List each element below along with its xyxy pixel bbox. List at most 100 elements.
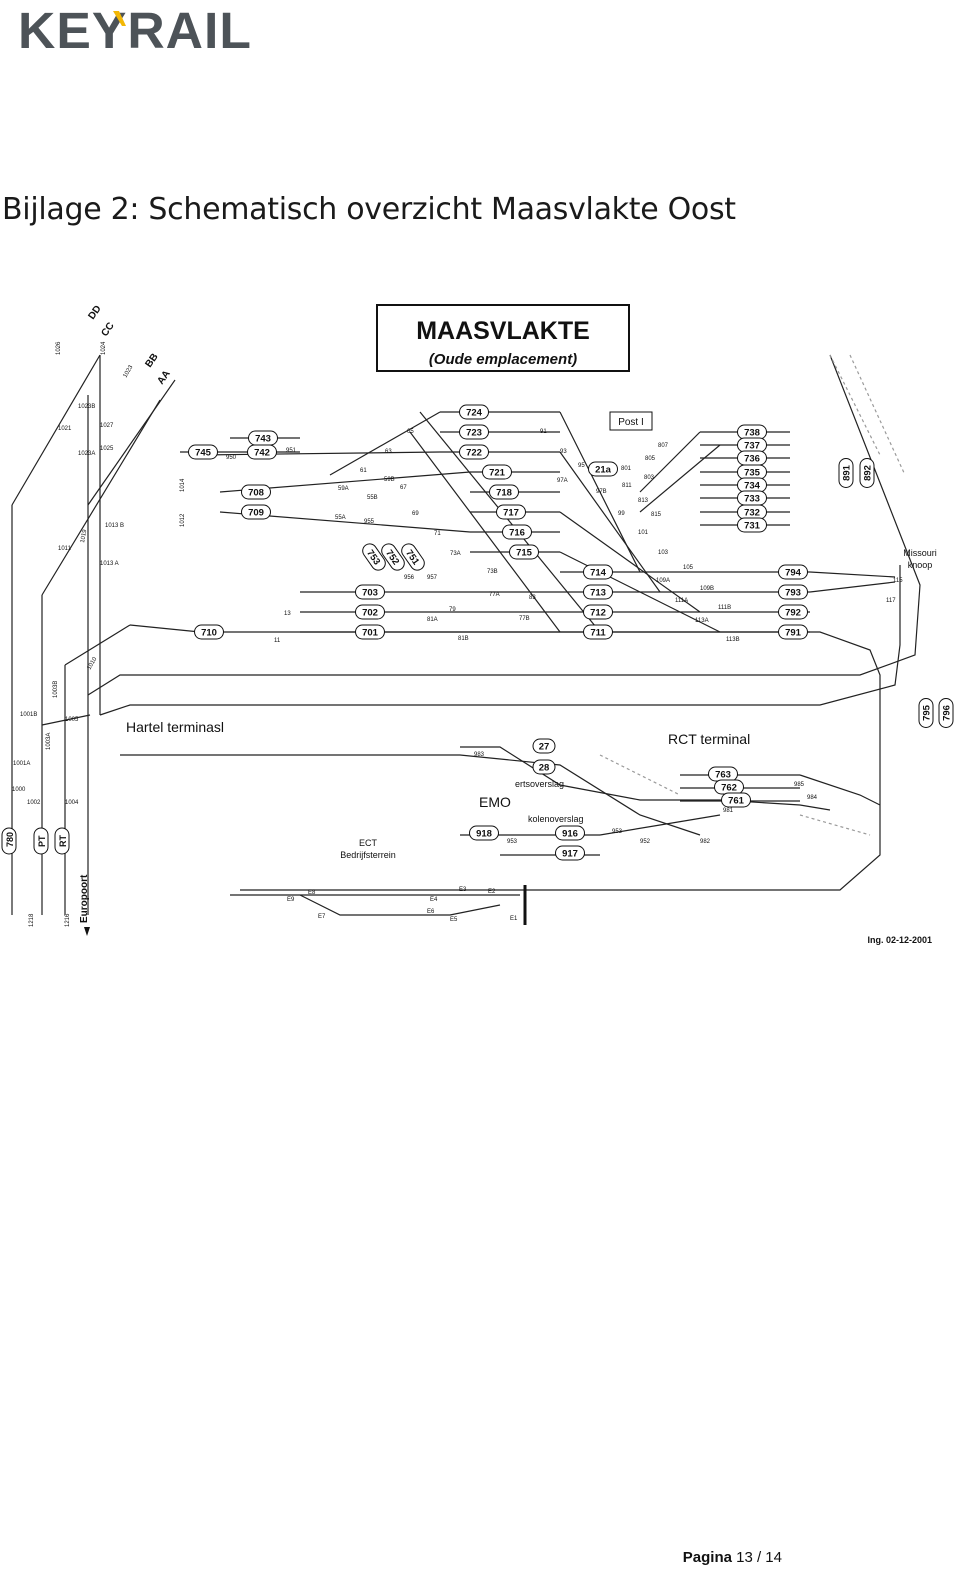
switch-982: 982 xyxy=(700,839,711,845)
switch-83: 83 xyxy=(529,595,536,601)
track-code-791: 791 xyxy=(778,624,808,640)
switch-61: 61 xyxy=(360,468,367,474)
svg-text:918: 918 xyxy=(476,829,492,840)
post-box xyxy=(609,411,653,431)
switch-77B: 77B xyxy=(519,616,530,622)
svg-text:27: 27 xyxy=(539,742,550,753)
area-emo: EMO xyxy=(479,794,511,810)
switch-59B: 59B xyxy=(384,477,395,483)
svg-text:794: 794 xyxy=(785,568,802,579)
track-code-745: 745 xyxy=(188,444,218,460)
page-number: 13 / 14 xyxy=(736,1549,782,1566)
switch-65: 65 xyxy=(407,429,414,435)
track-code-742: 742 xyxy=(247,444,277,460)
switch-1023A: 1023A xyxy=(78,451,95,457)
signal-1019: 1019 xyxy=(80,529,88,544)
switch-77A: 77A xyxy=(489,592,500,598)
svg-text:738: 738 xyxy=(744,428,760,439)
area-missouri-line1: Missouri xyxy=(903,548,937,558)
track-code-735: 735 xyxy=(737,464,767,480)
switch-952: 952 xyxy=(640,839,651,845)
area-ertsoverslag: ertsoverslag xyxy=(515,779,564,789)
track-code-731: 731 xyxy=(737,517,767,533)
switch-953: 953 xyxy=(507,839,518,845)
switch-1026: 1026 xyxy=(56,341,62,355)
track-code-28: 28 xyxy=(532,759,556,775)
switch-1003B: 1003B xyxy=(53,681,59,698)
switch-55B: 55B xyxy=(367,495,378,501)
track-code-27: 27 xyxy=(532,738,556,754)
keyrail-logo: KEYRAIL xyxy=(18,4,251,52)
switch-67: 67 xyxy=(400,485,407,491)
track-code-715: 715 xyxy=(509,544,539,560)
label-pt: PT xyxy=(37,835,47,847)
label-780: 780 xyxy=(5,832,15,847)
track-code-721: 721 xyxy=(482,464,512,480)
page-footer: Pagina 13 / 14 xyxy=(683,1549,782,1566)
switch-105: 105 xyxy=(683,565,694,571)
switch-69: 69 xyxy=(412,511,419,517)
track-code-916: 916 xyxy=(555,825,585,841)
track-code-763: 763 xyxy=(708,766,738,782)
track-code-734: 734 xyxy=(737,477,767,493)
track-code-733: 733 xyxy=(737,490,767,506)
europoort-arrow-icon xyxy=(84,927,90,936)
svg-text:762: 762 xyxy=(721,783,737,794)
area-ect-line1: ECT xyxy=(359,838,378,848)
area-kolenoverslag: kolenoverslag xyxy=(528,814,584,824)
svg-text:715: 715 xyxy=(516,548,533,559)
track-code-722: 722 xyxy=(459,444,489,460)
svg-text:718: 718 xyxy=(496,488,512,499)
track-code-708: 708 xyxy=(241,484,271,500)
switch-983: 983 xyxy=(474,752,485,758)
signal-1012: 1012 xyxy=(180,513,186,527)
svg-text:717: 717 xyxy=(503,508,519,519)
track-code-917: 917 xyxy=(555,845,585,861)
yard-guide-tracks xyxy=(599,354,906,836)
switch-1001A: 1001A xyxy=(13,761,30,767)
svg-text:793: 793 xyxy=(785,588,801,599)
track-code-753: 753 xyxy=(362,543,386,571)
connection-cc: CC xyxy=(99,321,116,339)
track-code-718: 718 xyxy=(489,484,519,500)
switch-1003A: 1003A xyxy=(46,733,52,750)
switch-956: 956 xyxy=(404,575,415,581)
switch-1002: 1002 xyxy=(27,800,41,806)
switch-91: 91 xyxy=(540,429,547,435)
svg-text:28: 28 xyxy=(539,763,550,774)
svg-text:736: 736 xyxy=(744,454,760,465)
svg-text:709: 709 xyxy=(248,508,264,519)
track-code-716: 716 xyxy=(502,524,532,540)
switch-E2: E2 xyxy=(488,889,496,895)
track-code-717: 717 xyxy=(496,504,526,520)
switch-113B: 113B xyxy=(726,637,740,643)
area-europoort: Europoort xyxy=(79,874,90,923)
track-code-743: 743 xyxy=(248,430,278,446)
switch-1004: 1004 xyxy=(65,800,79,806)
switch-813: 813 xyxy=(638,498,649,504)
page-title: Bijlage 2: Schematisch overzicht Maasvla… xyxy=(2,192,736,227)
track-code-891: 891 xyxy=(838,458,854,488)
svg-text:891: 891 xyxy=(842,464,853,481)
track-diagram: MAASVLAKTE (Oude emplacement) Post I Har… xyxy=(1,304,954,945)
track-code-702: 702 xyxy=(355,604,385,620)
track-code-736: 736 xyxy=(737,450,767,466)
track-code-732: 732 xyxy=(737,504,767,520)
switch-73A: 73A xyxy=(450,551,461,557)
switch-109B: 109B xyxy=(700,586,714,592)
switch-953: 953 xyxy=(612,829,623,835)
track-code-794: 794 xyxy=(778,564,808,580)
switch-71: 71 xyxy=(434,531,441,537)
signal-1014: 1014 xyxy=(180,478,186,492)
post-label: Post I xyxy=(618,417,644,428)
track-code-795: 795 xyxy=(918,698,934,728)
switch-1005: 1005 xyxy=(65,717,79,723)
switch-E5: E5 xyxy=(450,917,458,923)
track-lines xyxy=(11,354,921,916)
track-code-709: 709 xyxy=(241,504,271,520)
switch-113A: 113A xyxy=(695,618,709,624)
svg-text:731: 731 xyxy=(744,521,761,532)
track-code-712: 712 xyxy=(583,604,613,620)
svg-text:743: 743 xyxy=(255,434,271,445)
